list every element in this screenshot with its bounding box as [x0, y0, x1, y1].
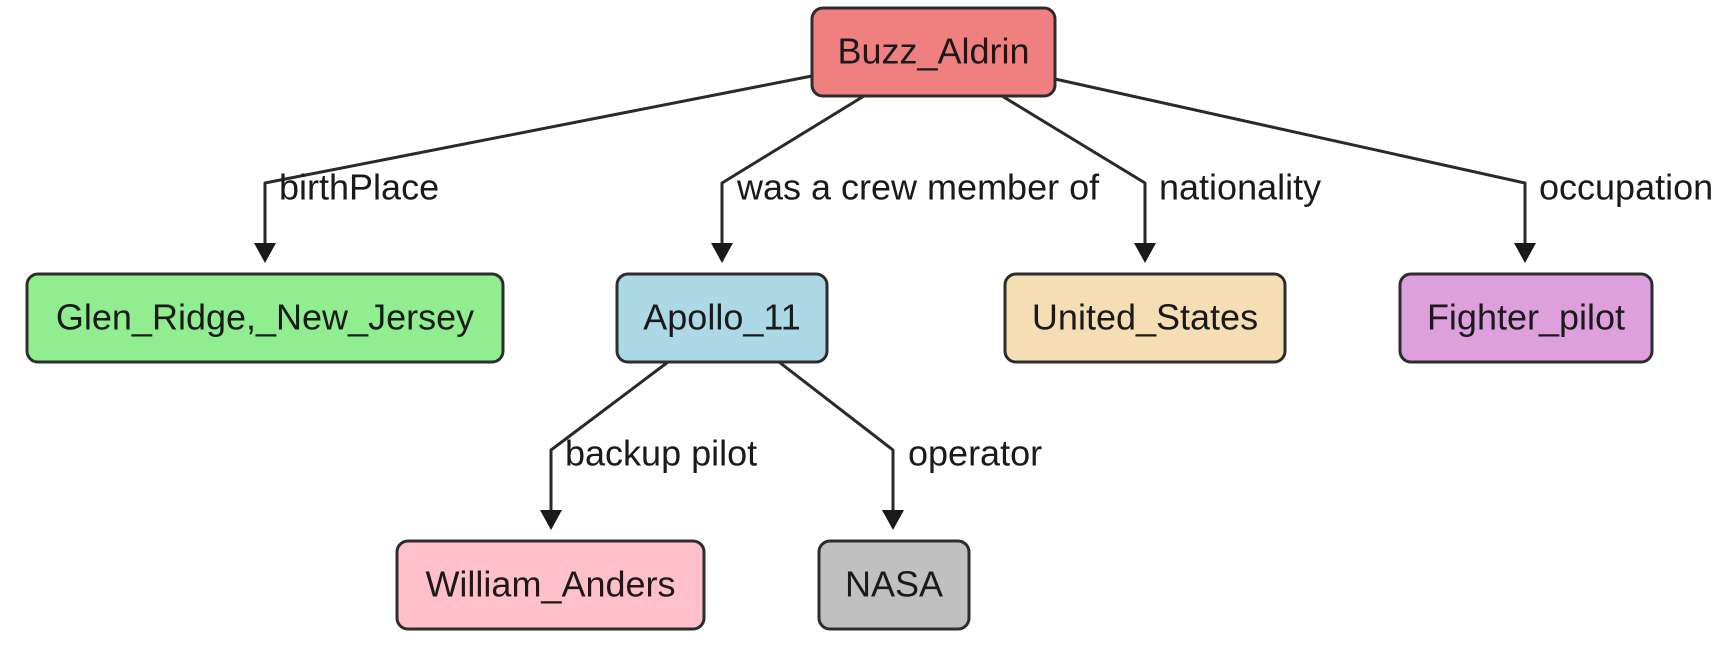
- node-label: Buzz_Aldrin: [837, 31, 1029, 72]
- node-label: Fighter_pilot: [1427, 297, 1625, 338]
- node-box[interactable]: [1003, 272, 1287, 364]
- edge-buzz-to-fighter: occupation: [1054, 77, 1713, 263]
- edge-buzz-to-us: nationality: [1001, 94, 1321, 263]
- node-label: Glen_Ridge,_New_Jersey: [56, 297, 474, 338]
- edge-buzz-to-glen: birthPlace: [254, 74, 813, 263]
- edge-label: operator: [908, 433, 1042, 474]
- edge-line: [720, 94, 865, 243]
- arrowhead-icon: [711, 243, 733, 263]
- node-us[interactable]: United_States: [1003, 272, 1287, 364]
- edge-line: [1001, 94, 1147, 243]
- edge-line: [778, 360, 895, 510]
- node-apollo[interactable]: Apollo_11: [615, 272, 829, 364]
- arrowhead-icon: [254, 243, 276, 263]
- edge-buzz-to-apollo: was a crew member of: [711, 94, 1100, 263]
- edge-label: backup pilot: [565, 433, 757, 474]
- node-glen[interactable]: Glen_Ridge,_New_Jersey: [25, 272, 505, 364]
- node-box[interactable]: [810, 6, 1057, 98]
- node-box[interactable]: [25, 272, 505, 364]
- edges-layer: birthPlace was a crew member of nationalit…: [254, 74, 1713, 530]
- arrowhead-icon: [1514, 243, 1536, 263]
- node-william[interactable]: William_Anders: [395, 539, 706, 631]
- node-box[interactable]: [1398, 272, 1654, 364]
- node-buzz[interactable]: Buzz_Aldrin: [810, 6, 1057, 98]
- node-label: William_Anders: [425, 564, 675, 605]
- arrowhead-icon: [882, 510, 904, 530]
- node-box[interactable]: [615, 272, 829, 364]
- node-fighter[interactable]: Fighter_pilot: [1398, 272, 1654, 364]
- arrowhead-icon: [540, 510, 562, 530]
- edge-apollo-to-william: backup pilot: [540, 360, 757, 530]
- arrowhead-icon: [1134, 243, 1156, 263]
- edge-label: nationality: [1159, 167, 1321, 208]
- edge-line: [1054, 77, 1527, 243]
- node-nasa[interactable]: NASA: [817, 539, 971, 631]
- node-label: United_States: [1032, 297, 1258, 338]
- node-box[interactable]: [817, 539, 971, 631]
- edge-apollo-to-nasa: operator: [778, 360, 1042, 530]
- edge-line: [263, 74, 813, 243]
- node-label: NASA: [845, 564, 943, 605]
- edge-label: occupation: [1539, 167, 1713, 208]
- edge-line: [549, 360, 669, 510]
- node-label: Apollo_11: [643, 297, 800, 338]
- edge-label: was a crew member of: [736, 167, 1100, 208]
- edge-label: birthPlace: [279, 167, 439, 208]
- node-box[interactable]: [395, 539, 706, 631]
